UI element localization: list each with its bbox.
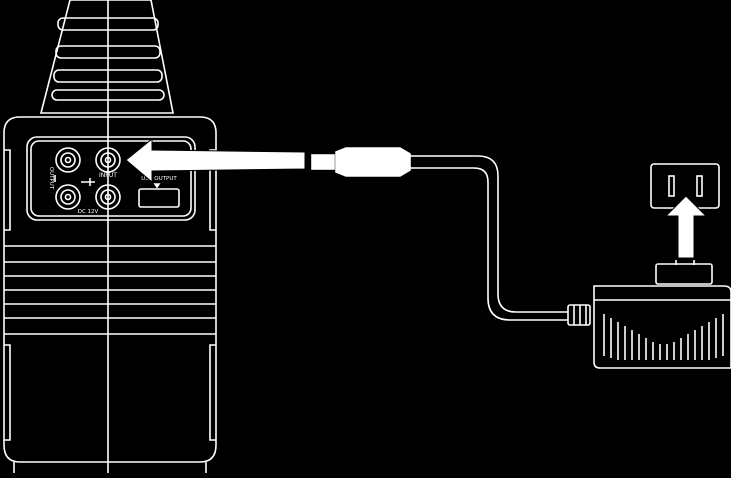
vent-slots [51, 17, 165, 101]
arrow-up-icon [664, 195, 708, 259]
dc-plug [311, 147, 411, 177]
main-body [3, 116, 217, 463]
input-port [95, 147, 121, 173]
handle-body [39, 0, 174, 114]
output-port-bottom-right [95, 184, 121, 210]
adapter-ribs [603, 314, 724, 360]
usb-port [138, 188, 180, 208]
power-station [3, 0, 217, 473]
arrow-left-icon [125, 137, 306, 184]
ac-adapter [593, 260, 731, 369]
body-ribs [4, 245, 216, 335]
output-side-label: OUTPUT [48, 167, 54, 190]
output-port-bottom [55, 184, 81, 210]
usb-output-label: USB OUTPUT [141, 176, 177, 182]
dc-voltage-label: DC 12V [78, 209, 99, 215]
input-label: INPUT [99, 172, 117, 179]
cable [410, 155, 591, 326]
port-panel [26, 136, 196, 221]
output-port-top [55, 147, 81, 173]
